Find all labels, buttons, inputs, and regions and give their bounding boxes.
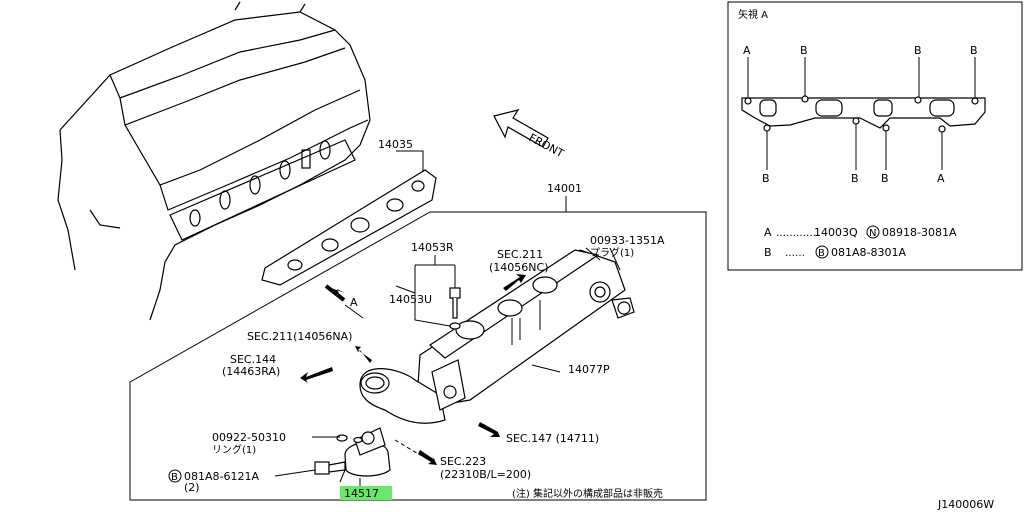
part-14517 bbox=[274, 427, 391, 492]
label-sec211-top: SEC.211 bbox=[497, 248, 543, 261]
assembly-frame bbox=[129, 196, 707, 501]
intake-manifold bbox=[359, 249, 635, 424]
label-circle-b: B bbox=[171, 472, 178, 483]
label-14053u: 14053U bbox=[389, 293, 432, 306]
bolt-14053 bbox=[414, 255, 461, 330]
inset-frame bbox=[727, 1, 1023, 271]
label-ring-code: 00922-50310 bbox=[212, 431, 286, 444]
label-sec144: SEC.144 bbox=[230, 353, 276, 366]
label-14053r: 14053R bbox=[411, 241, 454, 254]
note-text: (注) 集記以外の構成部品は非販売 bbox=[512, 487, 663, 500]
label-14001: 14001 bbox=[547, 182, 582, 195]
view-a-arrow bbox=[324, 284, 346, 302]
inset-top-letter-2: B bbox=[800, 44, 808, 57]
inset-view-a: 矢視 A A B B B B B B A A ………… 14003Q N 08 bbox=[727, 1, 1023, 271]
legend-a-code: 08918-3081A bbox=[882, 226, 957, 239]
label-bolt-code: 081A8-6121A bbox=[184, 470, 259, 483]
label-sec144-code: (14463RA) bbox=[222, 365, 280, 378]
legend-b-code: 081A8-8301A bbox=[831, 246, 906, 259]
label-sec147: SEC.147 (14711) bbox=[506, 432, 599, 445]
leader-lines bbox=[344, 247, 621, 456]
inset-bottom-letter-2: B bbox=[851, 172, 859, 185]
label-sec211-top-code: (14056NC) bbox=[489, 261, 549, 274]
inset-bottom-letter-3: B bbox=[881, 172, 889, 185]
engine-block bbox=[57, 1, 371, 321]
label-14517: 14517 bbox=[344, 487, 379, 500]
label-ring-name: リング(1) bbox=[212, 443, 256, 456]
legend-b-dots: …… bbox=[785, 248, 805, 259]
label-bolt-qty: (2) bbox=[184, 481, 200, 494]
intake-gasket bbox=[261, 150, 437, 286]
legend-a-circle: N bbox=[869, 228, 876, 239]
legend-b-circle-marker bbox=[815, 245, 829, 259]
part-highlight bbox=[340, 486, 392, 500]
front-arrow bbox=[493, 109, 549, 148]
inset-top-letter-1: A bbox=[743, 44, 751, 57]
label-plug-code: 00933-1351A bbox=[590, 234, 665, 247]
legend-a-circle-marker bbox=[866, 225, 880, 239]
legend-a-key: A bbox=[764, 226, 772, 239]
label-14035: 14035 bbox=[378, 138, 413, 151]
label-sec211-left: SEC.211(14056NA) bbox=[247, 330, 352, 343]
label-plug-name: プラグ(1) bbox=[590, 246, 634, 259]
legend-a-part: 14003Q bbox=[814, 226, 858, 239]
label-sec223-code: (22310B/L=200) bbox=[440, 468, 531, 481]
legend-b-circle: B bbox=[818, 248, 825, 259]
label-arrow-a: A bbox=[350, 296, 358, 309]
inset-bottom-letter-1: B bbox=[762, 172, 770, 185]
circle-b-marker bbox=[168, 469, 182, 483]
footer-code: J140006W bbox=[937, 498, 994, 511]
label-sec223: SEC.223 bbox=[440, 455, 486, 468]
inset-bottom-letter-4: A bbox=[937, 172, 945, 185]
inset-gasket bbox=[741, 97, 986, 129]
inset-title: 矢視 A bbox=[738, 8, 768, 21]
label-14077p: 14077P bbox=[568, 363, 610, 376]
direction-arrows bbox=[300, 274, 526, 465]
label-front: FRONT bbox=[527, 131, 567, 160]
legend-b-key: B bbox=[764, 246, 772, 259]
inset-top-letter-3: B bbox=[914, 44, 922, 57]
inset-top-letter-4: B bbox=[970, 44, 978, 57]
legend-a-dots: ………… bbox=[776, 228, 816, 239]
